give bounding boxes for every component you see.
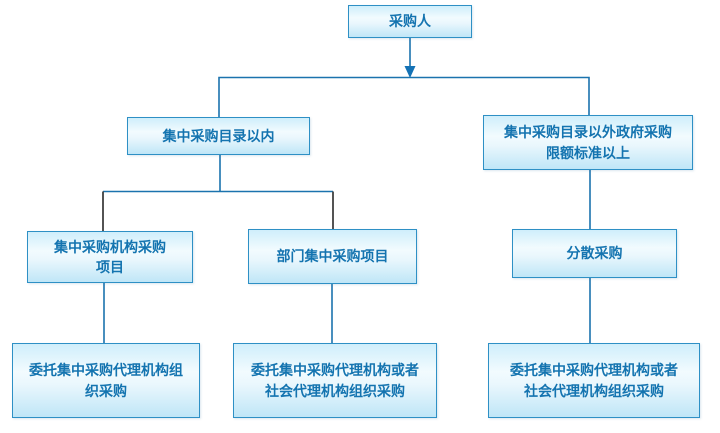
node-decentralized-procurement-label: 分散采购 <box>566 245 623 262</box>
node-entrust-central-agency: 委托集中采购代理机构组 织采购 <box>12 343 200 418</box>
node-dept-central-project-label: 部门集中采购项目 <box>276 248 389 265</box>
connector-top-branch <box>218 76 590 117</box>
node-entrust-central-or-social-mid: 委托集中采购代理机构或者 社会代理机构组织采购 <box>233 343 437 418</box>
node-within-catalog: 集中采购目录以内 <box>127 117 310 155</box>
node-entrust-central-or-social-mid-label: 委托集中采购代理机构或者 社会代理机构组织采购 <box>251 362 419 399</box>
node-within-catalog-label: 集中采购目录以内 <box>162 127 275 144</box>
node-decentralized-procurement: 分散采购 <box>512 229 677 278</box>
node-dept-central-project: 部门集中采购项目 <box>248 229 417 284</box>
node-central-agency-project: 集中采购机构采购 项目 <box>27 231 193 283</box>
node-entrust-central-or-social-right: 委托集中采购代理机构或者 社会代理机构组织采购 <box>488 343 700 418</box>
node-outside-catalog-label: 集中采购目录以外政府采购 限额标准以上 <box>504 124 672 161</box>
node-central-agency-project-label: 集中采购机构采购 项目 <box>54 238 166 275</box>
node-outside-catalog: 集中采购目录以外政府采购 限额标准以上 <box>483 115 693 170</box>
node-purchaser-label: 采购人 <box>389 13 431 30</box>
node-entrust-central-agency-label: 委托集中采购代理机构组 织采购 <box>29 362 183 399</box>
node-purchaser: 采购人 <box>348 5 472 38</box>
arrowhead-down-icon <box>404 66 416 78</box>
node-entrust-central-or-social-right-label: 委托集中采购代理机构或者 社会代理机构组织采购 <box>510 362 678 399</box>
